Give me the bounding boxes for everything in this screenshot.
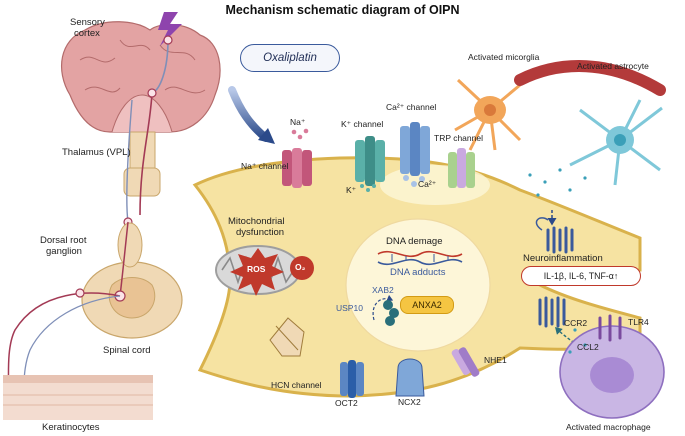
usp10-label: USP10	[336, 303, 363, 313]
nhe1-exchanger-icon	[451, 347, 480, 377]
anxa2-label: ANXA2	[400, 296, 454, 314]
ros-burst-icon	[230, 248, 284, 296]
ccr2-label: CCR2	[564, 318, 588, 328]
skin	[3, 375, 153, 420]
mito-dysfunction-label-line2: dysfunction	[236, 227, 285, 238]
oxaliplatin-label: Oxaliplatin	[240, 44, 340, 72]
spinal-cord	[81, 222, 183, 339]
oxygen-icon	[290, 256, 314, 280]
macrophage-icon	[559, 314, 665, 419]
astrocyte-label: Activated astrocyte	[577, 61, 649, 71]
dna-adducts-label: DNA adducts	[390, 267, 446, 278]
k-ion-label: K⁺	[346, 185, 357, 195]
k-channel-icon	[355, 136, 385, 192]
keratinocytes-label: Keratinocytes	[42, 422, 100, 433]
thalamus-label: Thalamus (VPL)	[62, 147, 131, 158]
oct2-label: OCT2	[335, 398, 358, 408]
astrocyte-icon	[569, 99, 663, 186]
macrophage-label: Activated macrophage	[566, 422, 651, 432]
trp-channel-label: TRP channel	[434, 133, 483, 143]
oct2-transporter-icon	[340, 360, 364, 398]
xab2-protein-icon	[383, 300, 399, 326]
ca-channel-label: Ca²⁺ channel	[386, 102, 437, 112]
cytokines-label: IL-1β, IL-6, TNF-α↑	[521, 266, 641, 286]
ros-label: ROS	[247, 264, 266, 274]
dna-icon	[377, 250, 463, 266]
na-channel-icon	[282, 128, 312, 188]
hcn-channel-icon	[269, 317, 305, 357]
k-channel-label: K⁺ channel	[341, 119, 384, 129]
neuroinflammation-label: Neuroinflammation	[523, 253, 603, 264]
diagram-title: Mechanism schematic diagram of OIPN	[225, 3, 460, 17]
trp-channel-icon	[448, 148, 475, 188]
sensory-cortex-label: Sensory	[70, 17, 105, 28]
blood-vessel	[514, 60, 666, 96]
ca-channel-icon	[400, 122, 430, 187]
o2-label: O₂	[295, 262, 306, 272]
na-channel-label: Na⁺ channel	[241, 161, 289, 171]
brain	[61, 21, 221, 197]
tlr4-label: TLR4	[628, 317, 649, 327]
hcn-channel-label: HCN channel	[271, 380, 322, 390]
na-ion-label: Na⁺	[290, 117, 306, 127]
microglia-label: Activated micorglia	[468, 52, 540, 62]
dna-damage-label: DNA demage	[386, 236, 443, 247]
spinal-cord-label: Spinal cord	[103, 345, 151, 356]
ccr2-receptor-icon	[538, 296, 566, 328]
microglia-icon	[454, 78, 522, 151]
mito-dysfunction-label: Mitochondrial	[228, 216, 285, 227]
xab2-label: XAB2	[372, 285, 394, 295]
nhe1-label: NHE1	[484, 355, 507, 365]
ca-ion-label: Ca²⁺	[418, 179, 437, 189]
sensory-cortex-label-line2: cortex	[74, 28, 100, 39]
drg-label: Dorsal root	[40, 235, 87, 246]
drg-label-line2: ganglion	[46, 246, 82, 257]
ncx2-label: NCX2	[398, 397, 421, 407]
ncx2-exchanger-icon	[395, 358, 425, 397]
receptor-icon	[535, 217, 574, 254]
ccl2-label: CCL2	[577, 342, 599, 352]
lightning-icon	[158, 12, 182, 46]
